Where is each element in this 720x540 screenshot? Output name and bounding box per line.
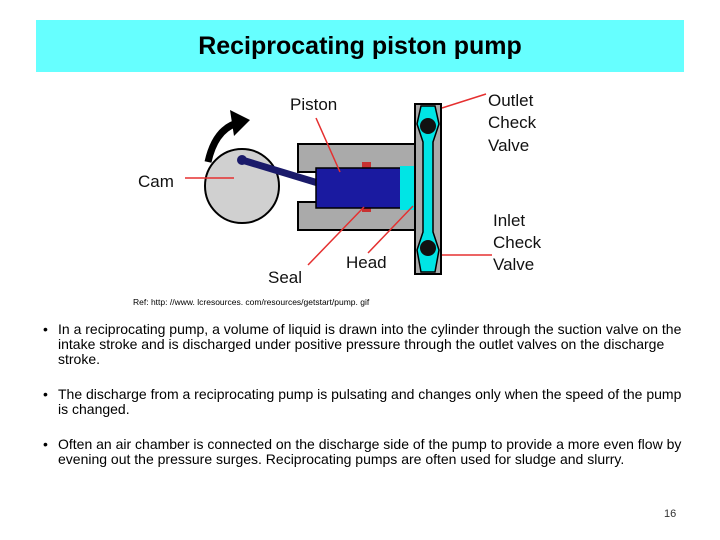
- crank-pin: [237, 155, 247, 165]
- label-head: Head: [346, 253, 387, 272]
- outlet-ball: [420, 118, 436, 134]
- piston-pointer: [315, 117, 341, 173]
- pump-diagram-svg: Piston Cam Seal Head Outlet Check Valve …: [138, 91, 542, 287]
- reference-citation: Ref: http: //www. lcresources. com/resou…: [133, 297, 370, 307]
- rotation-arrowhead: [230, 110, 250, 136]
- piston: [315, 167, 403, 209]
- page-number: 16: [664, 508, 677, 520]
- seal-pointer: [307, 206, 365, 266]
- bullet-marker: •: [43, 386, 48, 402]
- label-piston: Piston: [290, 95, 337, 114]
- bullet-list: • In a reciprocating pump, a volume of l…: [43, 322, 683, 487]
- bullet-item: • The discharge from a reciprocating pum…: [43, 387, 683, 417]
- label-outlet-1: Outlet: [488, 91, 534, 110]
- bullet-text: In a reciprocating pump, a volume of liq…: [58, 321, 682, 367]
- label-outlet-3: Valve: [488, 136, 529, 155]
- bullet-item: • Often an air chamber is connected on t…: [43, 437, 683, 467]
- label-outlet-2: Check: [488, 113, 537, 132]
- bullet-marker: •: [43, 436, 48, 452]
- bullet-text: Often an air chamber is connected on the…: [58, 436, 682, 467]
- title-bar: Reciprocating piston pump: [36, 20, 684, 72]
- outlet-pointer: [441, 93, 487, 109]
- head-pointer: [367, 205, 414, 254]
- bullet-item: • In a reciprocating pump, a volume of l…: [43, 322, 683, 367]
- label-inlet-1: Inlet: [493, 211, 525, 230]
- inlet-ball: [420, 240, 436, 256]
- label-inlet-3: Valve: [493, 255, 534, 274]
- slide-title: Reciprocating piston pump: [198, 31, 522, 60]
- bullet-marker: •: [43, 321, 48, 337]
- connecting-rod: [240, 156, 320, 187]
- valve-passage: [416, 105, 440, 273]
- seal-top: [362, 162, 371, 172]
- pump-diagram: Piston Cam Seal Head Outlet Check Valve …: [130, 80, 570, 290]
- label-cam: Cam: [138, 172, 174, 191]
- label-inlet-2: Check: [493, 233, 542, 252]
- label-seal: Seal: [268, 268, 302, 287]
- bullet-text: The discharge from a reciprocating pump …: [58, 386, 682, 417]
